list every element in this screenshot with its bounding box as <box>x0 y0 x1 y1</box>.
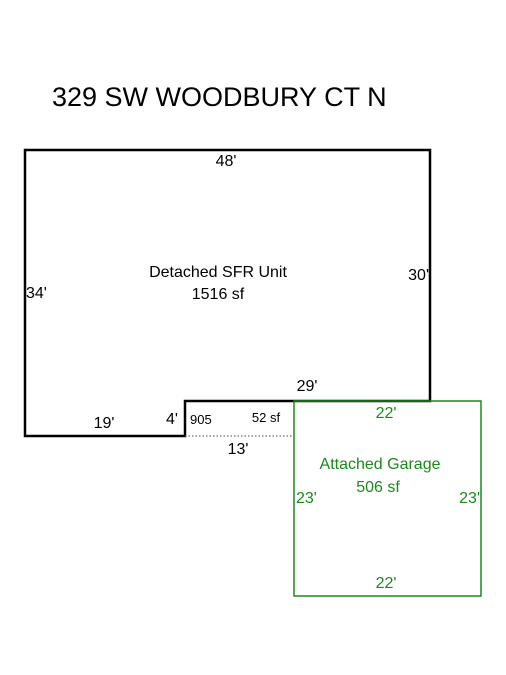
house-right-dimension: 30' <box>408 267 429 284</box>
house-outline <box>23 148 432 438</box>
porch-area-label: 52 sf <box>252 410 281 425</box>
address-title: 329 SW WOODBURY CT N <box>52 82 387 112</box>
house-name-label: Detached SFR Unit <box>149 264 287 281</box>
garage-right-dimension: 23' <box>459 490 480 507</box>
house-left-dimension: 34' <box>26 285 47 302</box>
house-area-label: 1516 sf <box>192 286 245 303</box>
porch-code-label: 905 <box>190 412 212 427</box>
garage-outline <box>293 400 482 597</box>
garage-bottom-dimension: 22' <box>376 575 397 592</box>
garage-area-label: 506 sf <box>356 479 400 496</box>
porch-bottom-dimension: 13' <box>228 441 249 458</box>
house-bottom-left-dimension: 19' <box>94 415 115 432</box>
garage-left-dimension: 23' <box>296 490 317 507</box>
garage-top-dimension: 22' <box>376 405 397 422</box>
house-top-dimension: 48' <box>216 153 237 170</box>
house-notch-side-dimension: 4' <box>166 411 178 428</box>
garage-name-label: Attached Garage <box>320 456 441 473</box>
house-notch-top-dimension: 29' <box>297 378 318 395</box>
